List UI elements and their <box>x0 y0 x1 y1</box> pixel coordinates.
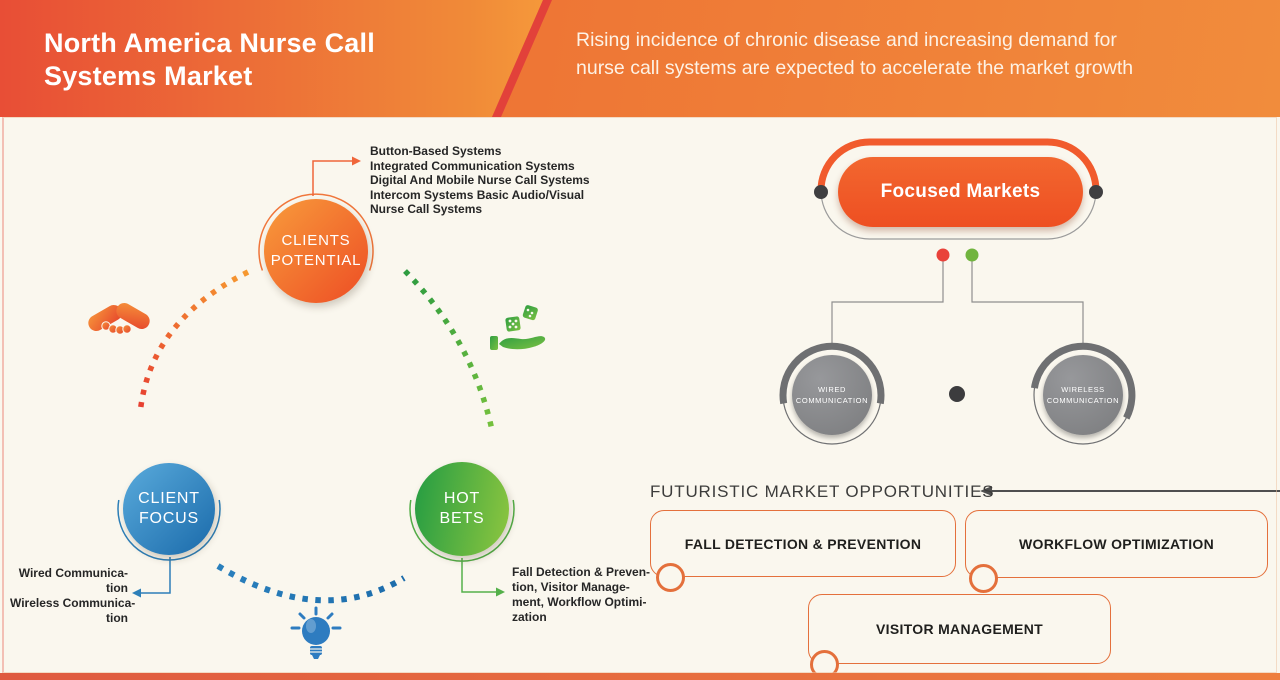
wired-communication-node: WIRED COMMUNICATION <box>792 355 872 435</box>
hot-bets-arrowhead-icon <box>496 587 505 597</box>
annotation-line: Integrated Communication Systems <box>370 158 575 173</box>
annotation-line: tion, Visitor Manage- <box>512 580 630 594</box>
corner-circle-icon <box>969 564 998 593</box>
annotation-line: tion <box>106 611 128 625</box>
annotation-line: ment, Workflow Optimi- <box>512 595 647 609</box>
handshake-icon <box>88 303 150 335</box>
focused-markets-title: Focused Markets <box>880 181 1041 202</box>
annotation-line: Wired Communica- <box>18 566 128 580</box>
clients-potential-connector <box>312 160 352 196</box>
futuristic-opportunities-heading: FUTURISTIC MARKET OPPORTUNITIES <box>650 482 995 501</box>
opportunity-label: FALL DETECTION & PREVENTION <box>684 535 922 552</box>
wired-label-line1: WIRED <box>818 385 846 394</box>
clients-potential-label: CLIENTS POTENTIAL <box>271 231 362 271</box>
clients-potential-arrowhead-icon <box>352 156 361 166</box>
client-focus-connector <box>141 557 171 594</box>
focused-markets-pill: Focused Markets <box>838 157 1083 227</box>
wireless-communication-node: WIRELESS COMMUNICATION <box>1043 355 1123 435</box>
tree-connector-left <box>831 258 944 345</box>
clients-potential-label-line1: CLIENTS <box>281 232 351 249</box>
annotation-line: zation <box>512 610 547 624</box>
page-title-line1: North America Nurse Call <box>44 28 375 58</box>
opportunity-box-visitor: VISITOR MANAGEMENT <box>808 594 1111 664</box>
opportunity-box-workflow: WORKFLOW OPTIMIZATION <box>965 510 1268 578</box>
client-focus-label: CLIENT FOCUS <box>138 489 200 529</box>
wireless-node-label: WIRELESS COMMUNICATION <box>1047 384 1119 406</box>
capsule-right-dot <box>1089 185 1103 199</box>
opportunity-label: VISITOR MANAGEMENT <box>876 621 1043 637</box>
page-title-line2: Systems Market <box>44 61 253 91</box>
page-subtitle: Rising incidence of chronic disease and … <box>576 26 1133 82</box>
corner-circle-icon <box>656 563 685 592</box>
clients-potential-annotation: Button-Based Systems Integrated Communic… <box>370 144 590 217</box>
green-branch-dot <box>965 248 979 262</box>
dotted-arc-blue <box>216 563 406 604</box>
page-subtitle-line1: Rising incidence of chronic disease and … <box>576 29 1117 51</box>
clients-potential-label-line2: POTENTIAL <box>270 252 362 269</box>
dotted-arc-green <box>403 269 495 431</box>
client-focus-annotation: Wired Communica- tion Wireless Communica… <box>10 566 136 626</box>
tree-connector-right <box>971 258 1084 345</box>
lightbulb-icon <box>290 606 342 659</box>
client-focus-label-line2: FOCUS <box>138 510 199 527</box>
annotation-line: Nurse Call Systems <box>370 202 483 217</box>
page-subtitle-line2: nurse call systems are expected to accel… <box>576 57 1134 79</box>
wireless-label-line2: COMMUNICATION <box>1046 396 1120 405</box>
hot-bets-connector <box>461 558 496 593</box>
dice-in-hand-icon <box>490 305 546 350</box>
annotation-line: Fall Detection & Preven- <box>512 565 651 579</box>
hot-bets-label: HOT BETS <box>440 489 485 529</box>
hot-bets-circle: HOT BETS <box>415 462 509 556</box>
opportunity-label: WORKFLOW OPTIMIZATION <box>1018 536 1214 552</box>
center-dot <box>949 386 965 402</box>
hot-bets-label-line2: BETS <box>439 510 485 527</box>
annotation-line: Intercom Systems Basic Audio/Visual <box>370 187 585 202</box>
annotation-line: Button-Based Systems <box>370 144 502 158</box>
annotation-line: Wireless Communica- <box>10 596 136 610</box>
red-branch-dot <box>936 248 950 262</box>
capsule-left-dot <box>814 185 828 199</box>
wired-node-label: WIRED COMMUNICATION <box>796 384 868 406</box>
opportunity-box-fall-detection: FALL DETECTION & PREVENTION <box>650 510 956 577</box>
annotation-line: tion <box>106 581 128 595</box>
header-banner: North America Nurse Call Systems Market … <box>0 0 1280 117</box>
hot-bets-annotation: Fall Detection & Preven- tion, Visitor M… <box>512 565 650 625</box>
clients-potential-circle: CLIENTS POTENTIAL <box>264 199 368 303</box>
page-title: North America Nurse Call Systems Market <box>44 27 375 93</box>
hot-bets-label-line1: HOT <box>443 490 481 507</box>
bottom-accent-bar <box>0 673 1280 680</box>
annotation-line: Digital And Mobile Nurse Call Systems <box>370 173 590 188</box>
client-focus-label-line1: CLIENT <box>138 490 200 507</box>
dotted-arc-orange <box>137 269 250 415</box>
header-left-panel <box>0 0 543 117</box>
wired-label-line2: COMMUNICATION <box>795 396 869 405</box>
client-focus-circle: CLIENT FOCUS <box>123 463 215 555</box>
wireless-label-line1: WIRELESS <box>1061 385 1105 394</box>
